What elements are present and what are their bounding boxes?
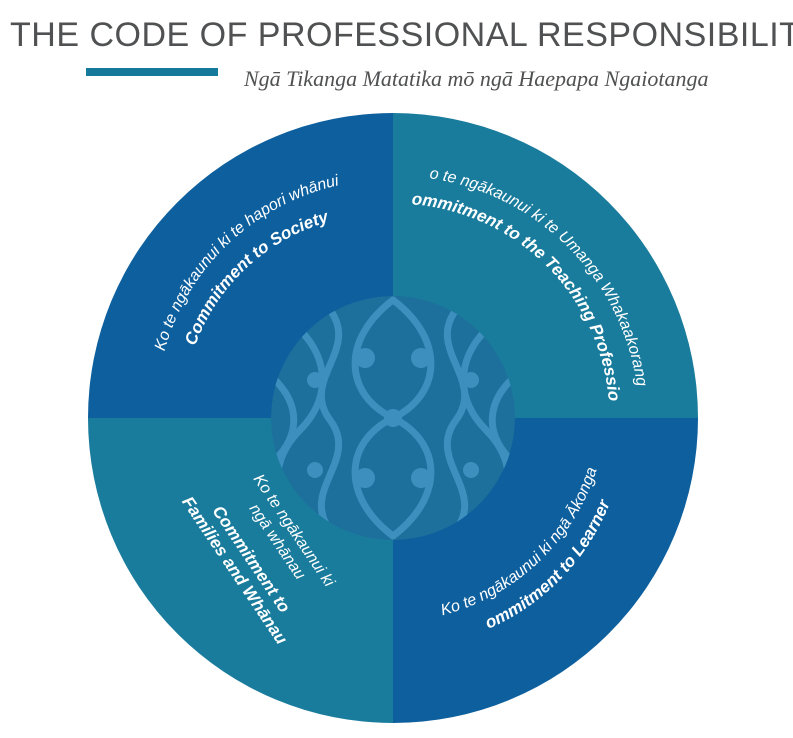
kowhaiwhai-pattern-icon [271, 296, 515, 540]
title-accent-bar [86, 68, 218, 76]
page-title: THE CODE OF PROFESSIONAL RESPONSIBILITY [10, 16, 793, 54]
page-subtitle: Ngā Tikanga Matatika mō ngā Haepapa Ngai… [244, 66, 709, 91]
